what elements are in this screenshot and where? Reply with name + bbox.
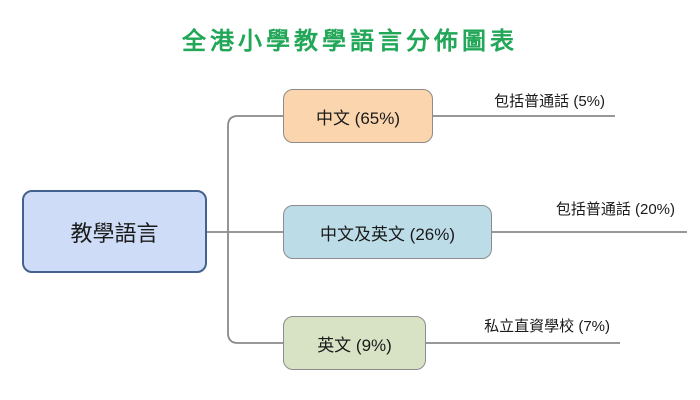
root-node-label: 教學語言: [70, 220, 159, 246]
leaf-note-private-dss-schools-7pct: 私立直資學校 (7%): [484, 318, 610, 335]
branch-node-english: 英文 (9%): [283, 316, 426, 370]
connector-trunk: [227, 115, 283, 344]
leaf-note-putonghua-20pct: 包括普通話 (20%): [555, 201, 675, 218]
branch-node-chinese-and-english: 中文及英文 (26%): [283, 205, 492, 259]
branch-node-chinese: 中文 (65%): [283, 89, 433, 143]
branch-node-label: 中文及英文 (26%): [319, 224, 456, 244]
diagram-title: 全港小學教學語言分佈圖表: [182, 29, 518, 55]
leaf-note-putonghua-5pct: 包括普通話 (5%): [494, 93, 605, 110]
root-node-teaching-language: 教學語言: [22, 190, 207, 273]
branch-node-label: 中文 (65%): [315, 108, 401, 128]
branch-node-label: 英文 (9%): [317, 335, 392, 355]
